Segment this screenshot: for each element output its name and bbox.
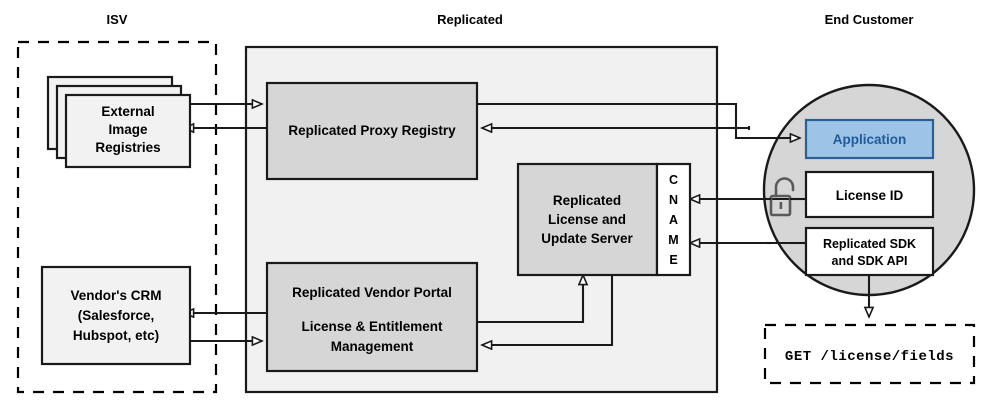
license-update-server-label-line2: License and bbox=[548, 212, 626, 227]
external-registries-label-line2: Image bbox=[108, 122, 148, 137]
external-registries-label-line3: Registries bbox=[95, 140, 160, 155]
connector-vendor-portal-to-license-server bbox=[477, 275, 583, 324]
cname-box bbox=[655, 162, 692, 277]
license-id-box bbox=[804, 170, 935, 219]
vendor-crm-label-line3: Hubspot, etc) bbox=[73, 328, 159, 343]
replicated-sdk-box bbox=[804, 226, 935, 277]
connector-proxy-registry-to-application bbox=[477, 102, 800, 138]
application-box bbox=[804, 118, 935, 160]
license-update-server-label-line1: Replicated bbox=[553, 193, 621, 208]
vendor-portal-label-line1: Replicated Vendor Portal bbox=[292, 285, 452, 300]
proxy-registry-label: Replicated Proxy Registry bbox=[288, 123, 456, 138]
vendor-portal-box bbox=[265, 261, 479, 373]
node-vendor-crm: Vendor's CRM (Salesforce, Hubspot, etc) bbox=[40, 265, 192, 366]
vendor-crm-box bbox=[40, 265, 192, 366]
cname-letter-4: M bbox=[668, 233, 678, 247]
cname-letter-5: E bbox=[669, 253, 677, 267]
zone-title-end-customer: End Customer bbox=[825, 12, 914, 27]
node-replicated-vendor-portal: Replicated Vendor Portal License & Entit… bbox=[265, 261, 479, 373]
api-request-box bbox=[763, 323, 976, 385]
node-replicated-proxy-registry: Replicated Proxy Registry bbox=[265, 81, 479, 181]
node-application: Application bbox=[804, 118, 935, 160]
external-registries-stack-front bbox=[64, 93, 192, 169]
unlock-icon-body bbox=[769, 194, 792, 217]
cname-letter-2: N bbox=[669, 193, 678, 207]
node-replicated-sdk: Replicated SDK and SDK API bbox=[804, 226, 935, 277]
cname-letter-1: C bbox=[669, 173, 678, 187]
connector-license-server-to-vendor-portal bbox=[482, 274, 614, 345]
zone-isv-boundary bbox=[16, 40, 218, 394]
api-request-label: GET /license/fields bbox=[785, 349, 954, 365]
unlock-icon bbox=[769, 177, 795, 217]
vendor-crm-label-line1: Vendor's CRM bbox=[71, 288, 162, 303]
vendor-portal-label-line3: Management bbox=[331, 339, 414, 354]
node-license-id: License ID bbox=[804, 170, 935, 219]
replicated-sdk-label-line1: Replicated SDK bbox=[823, 237, 916, 251]
zone-title-replicated: Replicated bbox=[437, 12, 503, 27]
application-label: Application bbox=[833, 132, 907, 147]
license-update-server-box bbox=[516, 162, 659, 277]
node-external-image-registries: External Image Registries bbox=[46, 75, 192, 169]
vendor-portal-label-line2: License & Entitlement bbox=[301, 319, 443, 334]
proxy-registry-box bbox=[265, 81, 479, 181]
unlock-icon-keyhole bbox=[779, 202, 783, 209]
node-license-update-server: Replicated License and Update Server bbox=[516, 162, 659, 277]
vendor-crm-label-line2: (Salesforce, bbox=[78, 308, 155, 323]
cname-letter-3: A bbox=[669, 213, 678, 227]
node-cname: C N A M E bbox=[655, 162, 692, 277]
replicated-sdk-label-line2: and SDK API bbox=[832, 254, 908, 268]
external-registries-label-line1: External bbox=[101, 104, 154, 119]
license-id-label: License ID bbox=[836, 188, 904, 203]
zone-title-isv: ISV bbox=[107, 12, 128, 27]
license-update-server-label-line3: Update Server bbox=[541, 231, 633, 246]
node-api-request: GET /license/fields bbox=[763, 323, 976, 385]
